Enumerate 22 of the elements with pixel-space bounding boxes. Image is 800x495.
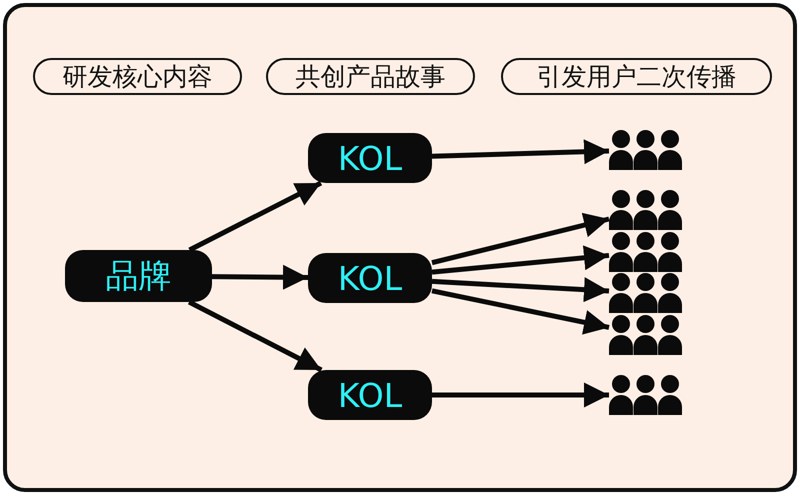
label-box: 品牌 (65, 250, 212, 302)
heading-pill: 引发用户二次传播 (501, 58, 772, 95)
arrow (432, 245, 610, 275)
arrow (431, 212, 610, 266)
arrow (188, 180, 322, 252)
heading-pill: 研发核心内容 (33, 58, 242, 95)
people-icon (609, 273, 682, 313)
arrow (432, 277, 610, 302)
arrow (432, 288, 610, 335)
people-icon (609, 130, 682, 170)
label-box: KOL (308, 253, 432, 303)
heading-pill: 共创产品故事 (266, 58, 475, 95)
label-box: KOL (308, 133, 432, 183)
people-icon (609, 232, 682, 272)
arrow (188, 300, 322, 372)
people-icon (609, 375, 682, 415)
people-icon (609, 315, 682, 355)
arrow (432, 382, 609, 408)
label-box: KOL (308, 370, 432, 420)
people-icon (609, 190, 682, 230)
arrow (432, 139, 610, 164)
arrow (212, 264, 308, 290)
